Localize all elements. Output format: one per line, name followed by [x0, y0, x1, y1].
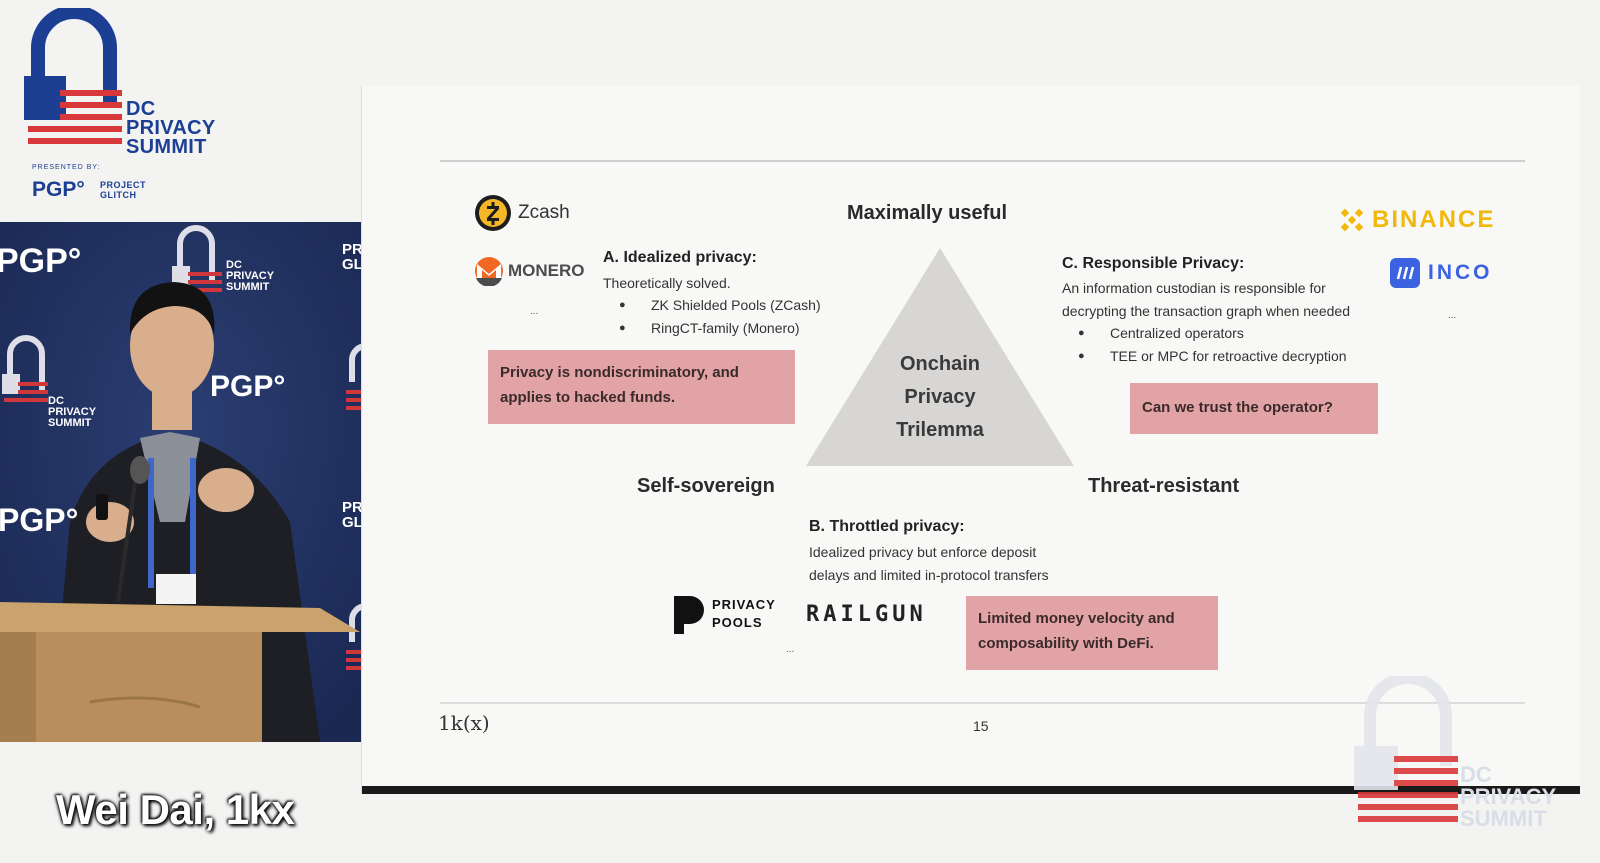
- presented-by-label: PRESENTED BY:: [32, 164, 101, 171]
- section-c-bullets: Centralized operators TEE or MPC for ret…: [1062, 322, 1347, 368]
- binance-logo: BINANCE: [1336, 204, 1495, 236]
- trilemma-center-line2: Privacy: [862, 381, 1018, 414]
- monero-wordmark: MONERO: [508, 261, 585, 281]
- section-a-bullet: ZK Shielded Pools (ZCash): [603, 294, 821, 317]
- backdrop-gl-top: GL: [342, 257, 363, 272]
- event-name: DC PRIVACY SUMMIT: [126, 100, 216, 157]
- watermark-line3: SUMMIT: [1460, 808, 1556, 830]
- section-b-description-line1: Idealized privacy but enforce deposit: [809, 541, 1049, 564]
- speaker-video: PGP° PGP° PGP° PR GL PR GL DC PRIVACY SU…: [0, 222, 370, 742]
- ellipsis-c: ...: [1448, 310, 1456, 321]
- section-c-bullet: Centralized operators: [1062, 322, 1347, 345]
- slide-top-rule: [440, 160, 1525, 162]
- trilemma-left-label: Self-sovereign: [637, 475, 775, 498]
- binance-icon: [1336, 204, 1368, 236]
- backdrop-pgp-top: PGP°: [0, 242, 81, 281]
- section-c-bullet: TEE or MPC for retroactive decryption: [1062, 345, 1347, 368]
- padlock-flag-icon: [20, 8, 130, 158]
- section-b-description-line2: delays and limited in-protocol transfers: [809, 564, 1049, 587]
- section-b-callout: Limited money velocity and composability…: [966, 596, 1218, 670]
- railgun-logo: RAILGUN: [806, 602, 927, 627]
- backdrop-gl-bottom: GL: [342, 515, 363, 530]
- inco-icon: [1390, 258, 1420, 288]
- slide-page-number: 15: [973, 718, 989, 734]
- backdrop-summit-logo-top: DC PRIVACY SUMMIT: [226, 260, 274, 293]
- trilemma-center-text: Onchain Privacy Trilemma: [862, 348, 1018, 447]
- speaker-name-caption: Wei Dai, 1kx: [56, 786, 294, 834]
- backdrop-pgp-bottom: PGP°: [0, 502, 78, 539]
- section-c-description-line1: An information custodian is responsible …: [1062, 277, 1350, 300]
- trilemma-center-line3: Trilemma: [862, 414, 1018, 447]
- backdrop-pr-top: PR: [342, 242, 363, 257]
- section-c-description-line2: decrypting the transaction graph when ne…: [1062, 300, 1350, 323]
- summit-watermark-text: DC PRIVACY SUMMIT: [1460, 764, 1556, 830]
- section-a-bullets: ZK Shielded Pools (ZCash) RingCT-family …: [603, 294, 821, 340]
- privacy-pools-line1: PRIVACY: [712, 596, 776, 614]
- binance-wordmark: BINANCE: [1372, 206, 1495, 234]
- backdrop-pr-bottom: PR: [342, 500, 363, 515]
- section-a-callout: Privacy is nondiscriminatory, and applie…: [488, 350, 795, 424]
- 1kx-footer-logo: 1k(x): [438, 711, 490, 735]
- section-a-title: A. Idealized privacy:: [603, 249, 757, 267]
- watermark-line2: PRIVACY: [1460, 786, 1556, 808]
- trilemma-top-label: Maximally useful: [847, 202, 1007, 225]
- trilemma-right-label: Threat-resistant: [1088, 475, 1239, 498]
- privacy-pools-icon: [672, 594, 708, 634]
- monero-logo: MONERO: [474, 256, 585, 286]
- railgun-wordmark: RAILGUN: [806, 602, 927, 627]
- project-glitch-logo: PROJECT GLITCH: [100, 180, 146, 200]
- watermark-line1: DC: [1460, 764, 1556, 786]
- ellipsis-b: ...: [786, 644, 794, 655]
- pgp-logo: PGP°: [32, 178, 85, 202]
- zcash-wordmark: Zcash: [518, 202, 570, 224]
- event-logo: DC PRIVACY SUMMIT PRESENTED BY: PGP° PRO…: [20, 8, 240, 208]
- section-c-description: An information custodian is responsible …: [1062, 277, 1350, 323]
- backdrop-summit-logo-left: DC PRIVACY SUMMIT: [48, 396, 96, 429]
- section-b-description: Idealized privacy but enforce deposit de…: [809, 541, 1049, 587]
- zcash-logo: Zcash: [474, 194, 570, 232]
- privacy-pools-wordmark: PRIVACY POOLS: [712, 596, 776, 632]
- backdrop-summit-left: SUMMIT: [48, 418, 96, 429]
- privacy-pools-line2: POOLS: [712, 614, 776, 632]
- section-c-callout: Can we trust the operator?: [1130, 383, 1378, 434]
- zcash-icon: [474, 194, 512, 232]
- monero-icon: [474, 256, 504, 286]
- backdrop-pr-gl-bottom: PR GL: [342, 500, 363, 530]
- backdrop-summit-top: SUMMIT: [226, 282, 274, 293]
- trilemma-center-line1: Onchain: [862, 348, 1018, 381]
- project-glitch-line2: GLITCH: [100, 190, 146, 200]
- inco-logo: INCO: [1390, 258, 1493, 288]
- backdrop-pgp-mid: PGP°: [210, 370, 285, 404]
- event-name-line3: SUMMIT: [126, 138, 216, 157]
- backdrop-pr-gl-top: PR GL: [342, 242, 363, 272]
- project-glitch-line1: PROJECT: [100, 180, 146, 190]
- section-a-description: Theoretically solved.: [603, 272, 731, 295]
- section-b-title: B. Throttled privacy:: [809, 518, 965, 536]
- ellipsis-a: ...: [530, 306, 538, 317]
- speaker-video-scene: [0, 222, 370, 742]
- inco-wordmark: INCO: [1428, 261, 1493, 285]
- privacy-pools-logo: PRIVACY POOLS: [672, 594, 776, 634]
- section-a-bullet: RingCT-family (Monero): [603, 317, 821, 340]
- section-c-title: C. Responsible Privacy:: [1062, 255, 1244, 273]
